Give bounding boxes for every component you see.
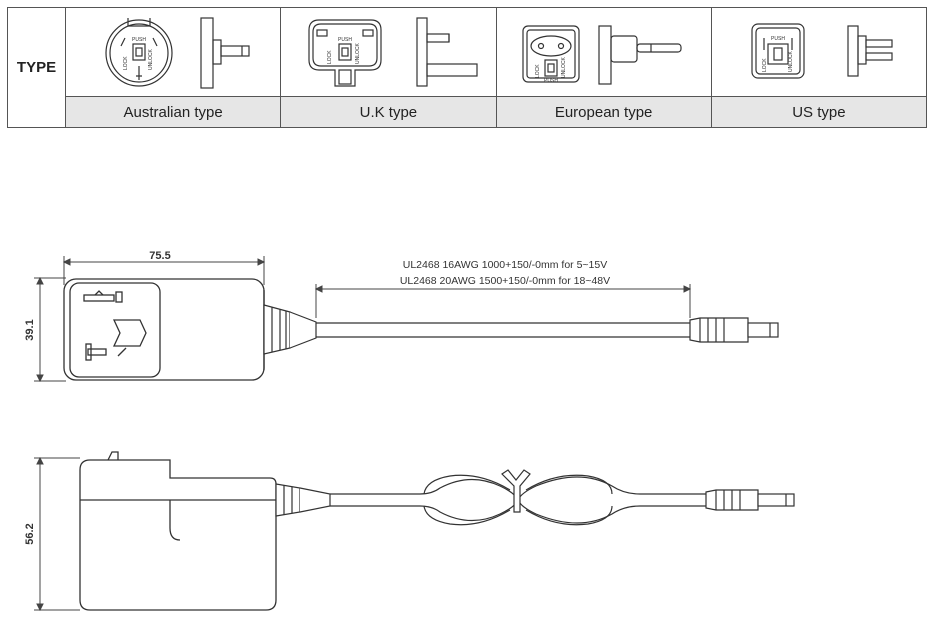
dc-plug-top: [689, 317, 779, 343]
adapter-body-side: [79, 451, 277, 611]
side-height-dimension-label: 56.2: [24, 523, 36, 544]
height-dimension-label: 39.1: [24, 319, 36, 340]
top-view: 75.5 39.1: [24, 250, 779, 383]
strain-relief-side: [275, 483, 331, 517]
australian-plug-icon: PUSH LOCK UNLOCK: [105, 17, 250, 89]
cable-tie: [501, 469, 531, 513]
cable-length-dimension: [314, 284, 692, 318]
unlock-label: UNLOCK: [788, 50, 794, 72]
lock-label: LOCK: [327, 50, 333, 64]
lock-label: LOCK: [123, 56, 129, 70]
plug-label-us: US type: [710, 96, 928, 128]
cable-top: [316, 322, 690, 338]
strain-relief-top: [263, 304, 317, 355]
plug-label-uk: U.K type: [280, 96, 497, 128]
side-height-dimension-line: [34, 456, 80, 612]
european-plug-cell: PUSH LOCK UNLOCK: [495, 7, 712, 97]
us-plug-icon: PUSH LOCK UNLOCK: [751, 23, 893, 79]
cable-spec-line-2: UL2468 20AWG 1500+150/-0mm for 18~48V: [400, 275, 610, 287]
unlock-label: UNLOCK: [561, 56, 567, 78]
lock-label: LOCK: [762, 58, 768, 72]
type-header: TYPE: [7, 7, 66, 128]
cable-spec-line-1: UL2468 16AWG 1000+150/-0mm for 5~15V: [403, 259, 607, 271]
australian-plug-cell: PUSH LOCK UNLOCK: [64, 7, 282, 97]
plug-label-european: European type: [495, 96, 712, 128]
dc-plug-side: [705, 489, 795, 511]
unlock-label: UNLOCK: [148, 48, 154, 70]
height-dimension-line: [34, 276, 66, 383]
push-label: PUSH: [544, 78, 558, 84]
plug-type-table: TYPE PUSH LOCK: [7, 7, 928, 128]
us-plug-cell: PUSH LOCK UNLOCK: [710, 7, 928, 97]
lock-label: LOCK: [535, 64, 541, 78]
european-plug-icon: PUSH LOCK UNLOCK: [521, 25, 682, 85]
push-label: PUSH: [132, 37, 146, 43]
unlock-label: UNLOCK: [355, 42, 361, 64]
uk-plug-icon: PUSH LOCK UNLOCK: [308, 17, 478, 87]
uk-plug-cell: PUSH LOCK UNLOCK: [280, 7, 497, 97]
width-dimension-label: 75.5: [149, 250, 170, 262]
side-view: 56.2: [24, 451, 795, 612]
width-dimension-line: [62, 256, 266, 285]
push-label: PUSH: [771, 36, 785, 42]
push-label: PUSH: [338, 37, 352, 43]
adapter-body-top: [63, 278, 265, 381]
plug-label-australian: Australian type: [64, 96, 282, 128]
